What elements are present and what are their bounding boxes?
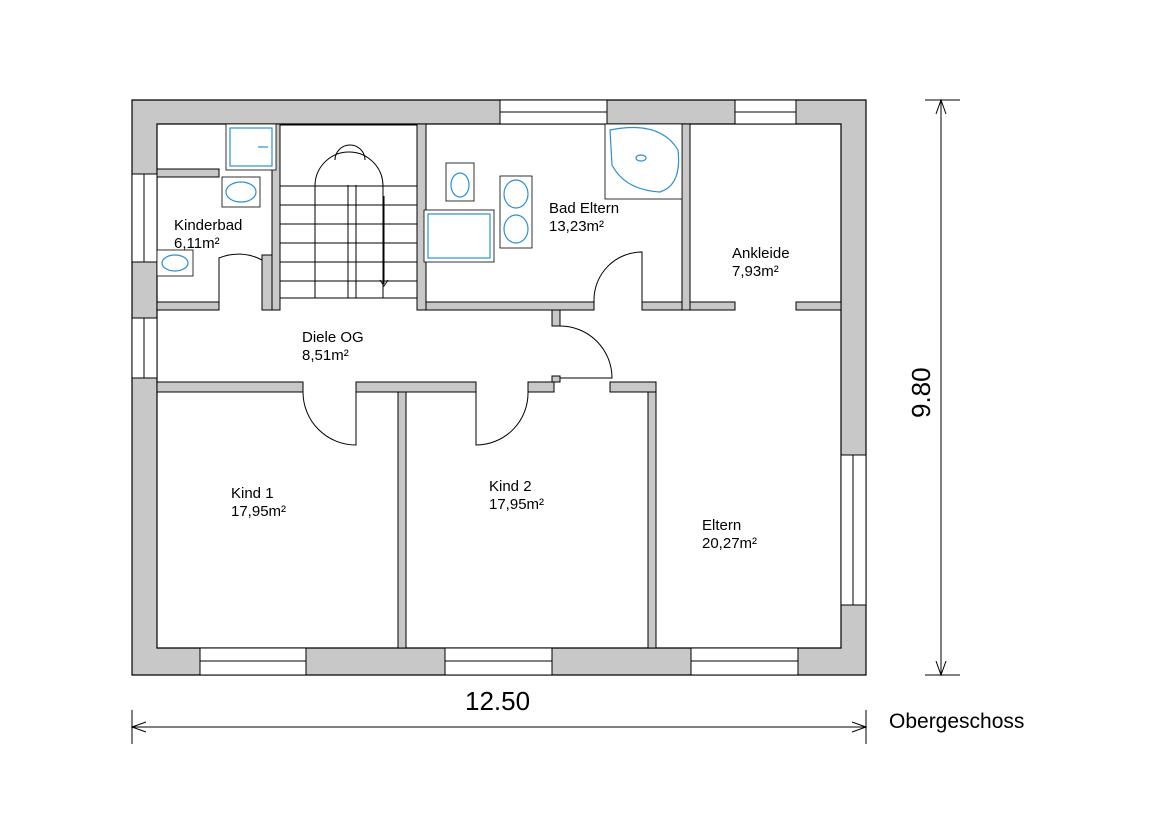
room-name-bad-eltern: Bad Eltern [549, 200, 619, 217]
staircase [280, 144, 417, 299]
door-eltern [559, 325, 613, 379]
room-area-ankleide: 7,93m² [732, 263, 779, 280]
toilet-kinderbad-icon [161, 254, 189, 272]
interior-walls [156, 123, 842, 649]
sink-kinderbad-icon [225, 181, 257, 203]
room-name-ankleide: Ankleide [732, 245, 790, 262]
dimension-lines [130, 98, 960, 744]
sanitary-fixtures [156, 123, 683, 277]
doors [218, 251, 643, 446]
room-labels: Kinderbad 6,11m² Bad Eltern 13,23m² Ankl… [174, 200, 790, 552]
door-bad-eltern [593, 251, 643, 310]
sink-bad-eltern-1-icon [503, 179, 529, 209]
room-name-kinderbad: Kinderbad [174, 217, 242, 234]
toilet-bad-eltern-icon [450, 172, 470, 198]
room-name-eltern: Eltern [702, 517, 741, 534]
door-kind-1 [302, 391, 357, 446]
door-kind-2 [475, 391, 529, 446]
sink-bad-eltern-2-icon [503, 214, 529, 244]
room-area-diele-og: 8,51m² [302, 347, 349, 364]
room-name-diele-og: Diele OG [302, 329, 364, 346]
width-dimension-label: 12.50 [465, 686, 530, 716]
room-name-kind-2: Kind 2 [489, 478, 532, 495]
room-name-kind-1: Kind 1 [231, 485, 274, 502]
room-area-bad-eltern: 13,23m² [549, 218, 604, 235]
shower-bad-eltern-icon [427, 213, 491, 259]
height-dimension-label: 9.80 [906, 367, 936, 418]
room-area-kind-1: 17,95m² [231, 503, 286, 520]
room-area-kinderbad: 6,11m² [174, 235, 220, 252]
door-kinderbad [218, 253, 263, 310]
floor-name-label: Obergeschoss [889, 710, 1024, 733]
room-area-kind-2: 17,95m² [489, 496, 544, 513]
windows [131, 99, 867, 676]
room-area-eltern: 20,27m² [702, 535, 757, 552]
